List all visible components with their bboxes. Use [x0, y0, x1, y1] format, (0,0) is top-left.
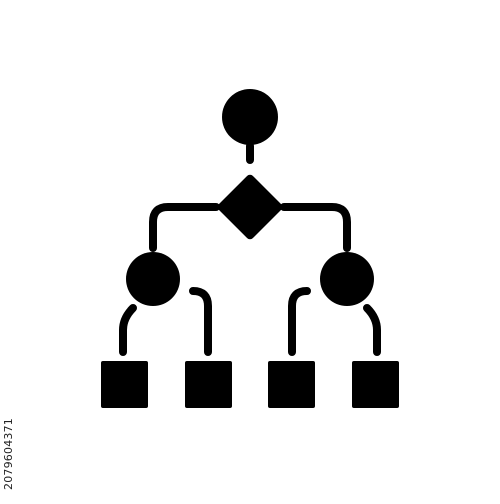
leaf-node-square-3: [268, 361, 315, 408]
side-id-text: 2079604371: [2, 418, 15, 490]
leaf-node-square-1: [101, 361, 148, 408]
right-branch-line: [280, 203, 351, 252]
right-node-circle: [320, 252, 374, 306]
left-branch-line: [149, 203, 220, 252]
left-right-connector: [189, 287, 212, 356]
left-left-connector: [119, 304, 137, 356]
leaf-node-square-2: [185, 361, 232, 408]
decision-diamond: [217, 174, 283, 240]
right-right-connector: [363, 304, 381, 356]
left-node-circle: [126, 252, 180, 306]
root-node-circle: [222, 89, 278, 145]
leaf-node-square-4: [352, 361, 399, 408]
right-left-connector: [288, 287, 311, 356]
